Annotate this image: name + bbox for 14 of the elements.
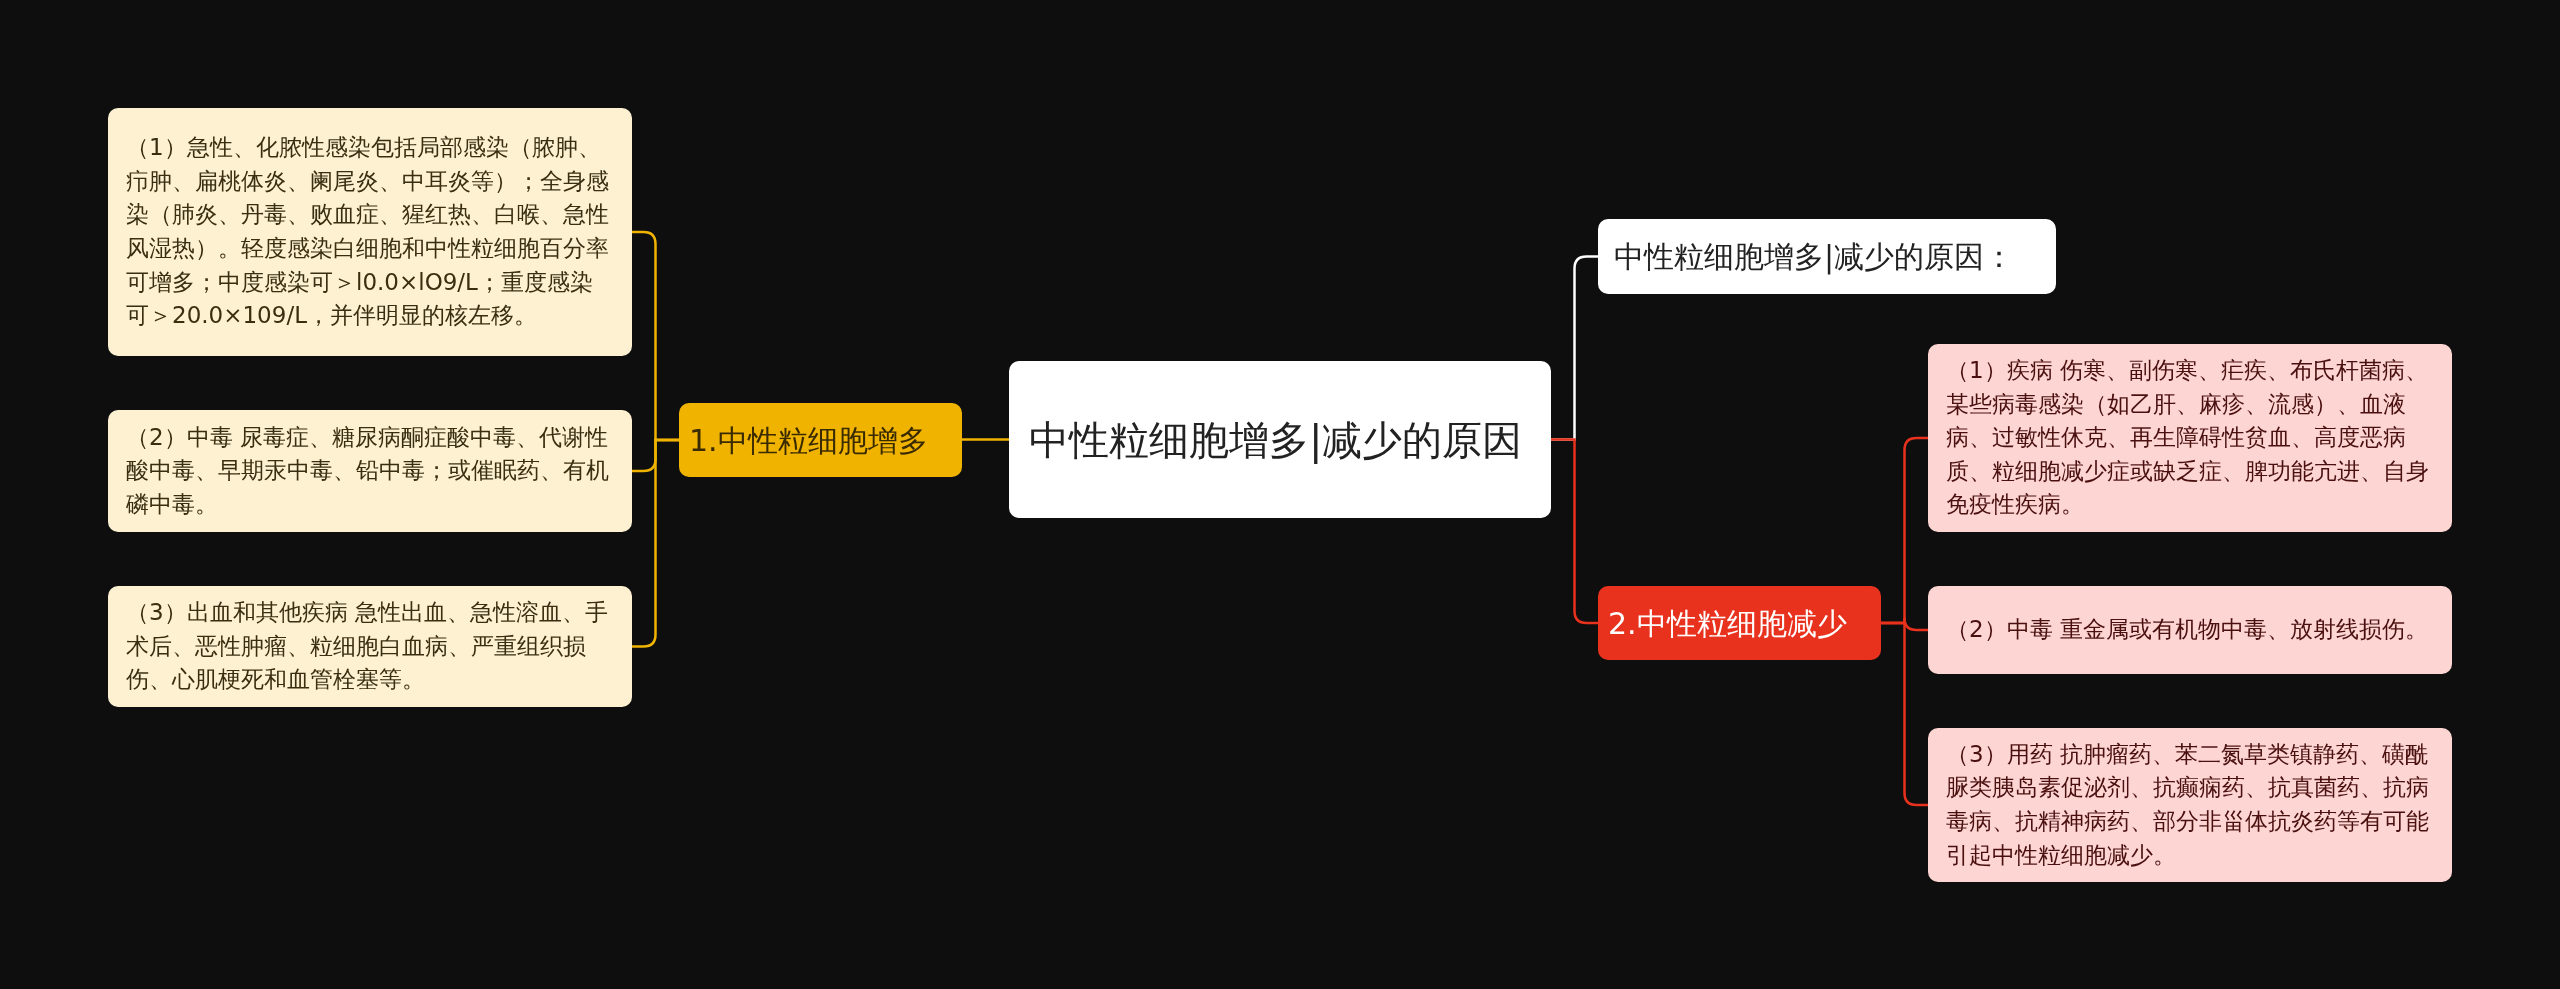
central-topic-box: 中性粒细胞增多|减少的原因 [1009, 361, 1551, 518]
connector-line [962, 438, 1009, 441]
subtopic-box: 中性粒细胞增多|减少的原因： [1598, 219, 2056, 294]
connector-line [632, 438, 679, 648]
detail-box: （1）疾病 伤寒、副伤寒、疟疾、布氏杆菌病、某些病毒感染（如乙肝、麻疹、流感）、血液病、过敏性休克、再生障碍性贫血、高度恶病质、粒细胞减少症或缺乏症、脾功能亢进、自身免疫性疾病。 [1928, 344, 2452, 532]
detail-box: （3）用药 抗肿瘤药、苯二氮草类镇静药、磺酰脲类胰岛素促泌剂、抗癫痫药、抗真菌药、抗病毒病、抗精神病药、部分非甾体抗炎药等有可能引起中性粒细胞减少。 [1928, 728, 2452, 882]
branch-box: 1.中性粒细胞增多 [679, 403, 962, 477]
detail-box: （3）出血和其他疾病 急性出血、急性溶血、手术后、恶性肿瘤、粒细胞白血病、严重组织损伤、心肌梗死和血管栓塞等。 [108, 586, 632, 707]
branch-box: 2.中性粒细胞减少 [1598, 586, 1881, 660]
detail-box: （2）中毒 尿毒症、糖尿病酮症酸中毒、代谢性酸中毒、早期汞中毒、铅中毒；或催眠药、有机磷中毒。 [108, 410, 632, 532]
detail-box: （2）中毒 重金属或有机物中毒、放射线损伤。 [1928, 586, 2452, 674]
connector-line [1881, 621, 1928, 807]
connector-line [1551, 438, 1598, 625]
detail-box: （1）急性、化脓性感染包括局部感染（脓肿、疖肿、扁桃体炎、阑尾炎、中耳炎等）；全身感染（肺炎、丹毒、败血症、猩红热、白喉、急性风湿热）。轻度感染白细胞和中性粒细胞百分率可增多；中度感染可＞l0.0×lO9/L；重度感染可＞20.0×109/L，并伴明显的核左移。 [108, 108, 632, 356]
